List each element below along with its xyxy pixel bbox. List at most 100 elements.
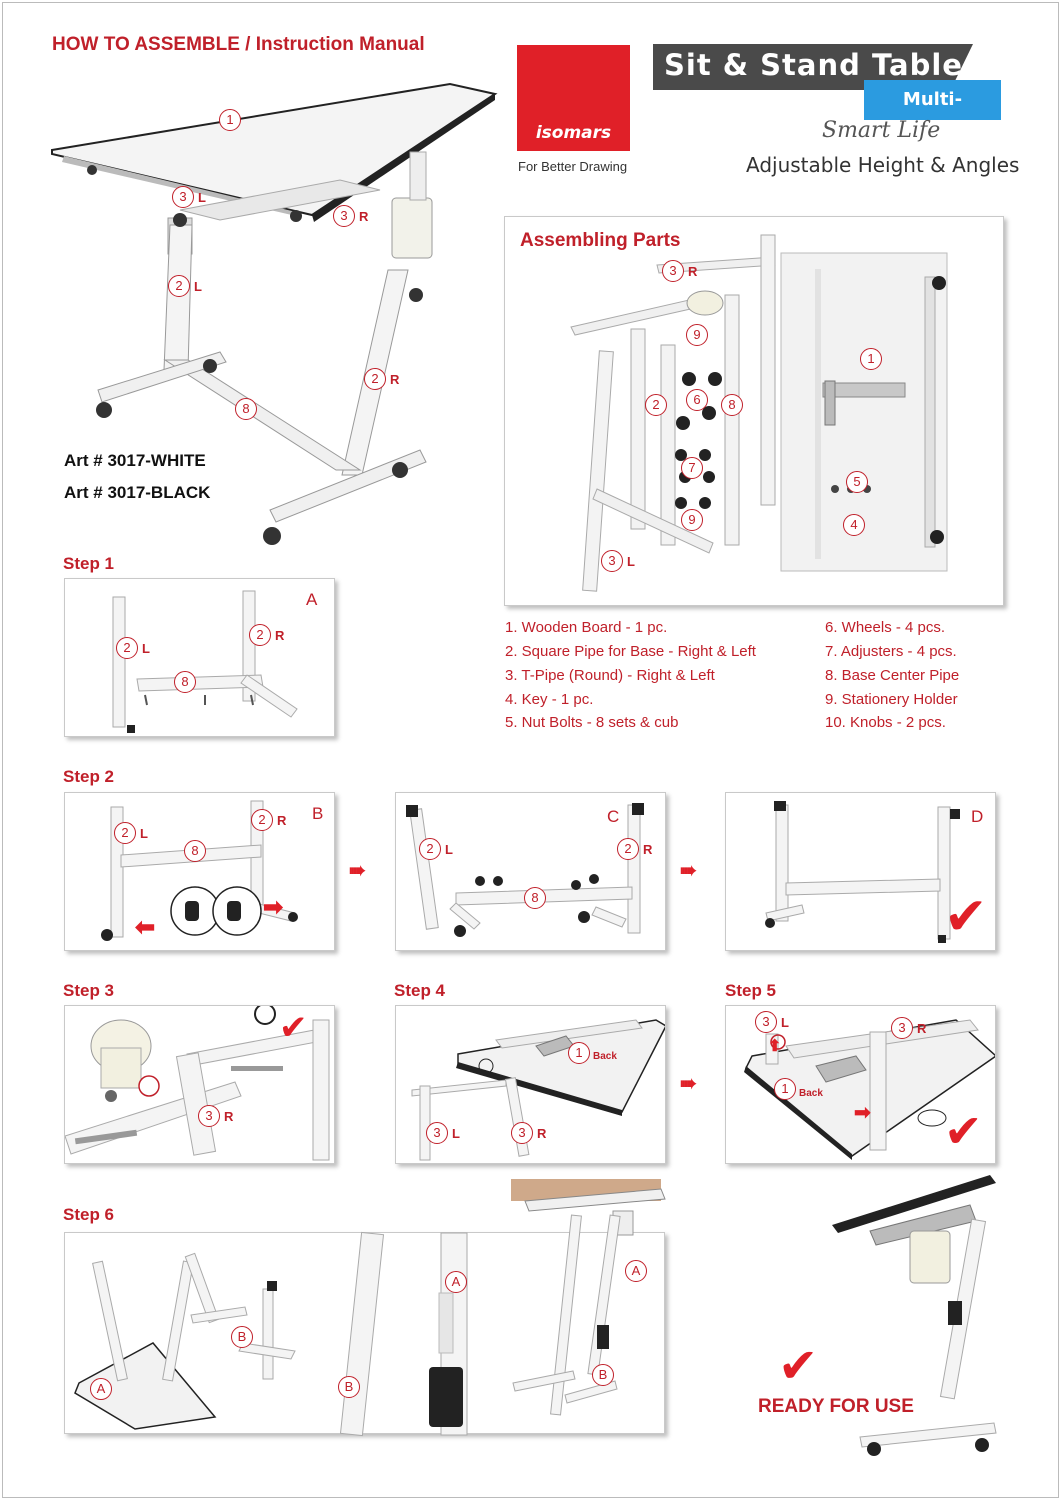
step-2b-callout-2l: 2 bbox=[114, 822, 136, 844]
multi-function-badge: Multi-function bbox=[864, 80, 1001, 150]
step-1-callout-2l-side: L bbox=[142, 641, 150, 656]
step-6-callout-a2: A bbox=[445, 1271, 467, 1293]
checkmark-icon: ✔ bbox=[944, 1104, 983, 1158]
step-4-callout-1-back: Back bbox=[593, 1051, 617, 1062]
insert-arrow-left: ⬅ bbox=[135, 914, 156, 941]
ready-table-illustration bbox=[832, 1175, 997, 1456]
step-5-illustration bbox=[744, 1019, 995, 1160]
step-5-callout-3l: 3 bbox=[755, 1011, 777, 1033]
step-2b-callout-2r: 2 bbox=[251, 809, 273, 831]
assembling-parts-title: Assembling Parts bbox=[520, 230, 681, 251]
step-3-callout-3r: 3 bbox=[198, 1105, 220, 1127]
callout-3r: 3 bbox=[333, 205, 355, 227]
step-6-callout-a3: A bbox=[625, 1260, 647, 1282]
step-1-illustration bbox=[112, 590, 298, 733]
part-list-item: 5. Nut Bolts - 8 sets & cub bbox=[505, 714, 679, 731]
step-5-callout-3r-side: R bbox=[917, 1021, 927, 1036]
part-list-item: 2. Square Pipe for Base - Right & Left bbox=[505, 643, 756, 660]
step-2c-illustration bbox=[406, 803, 644, 937]
step-5-callout-1-back: Back bbox=[799, 1088, 823, 1099]
step-1-letter: A bbox=[306, 590, 318, 609]
part-list-item: 6. Wheels - 4 pcs. bbox=[825, 619, 946, 636]
callout-3l: 3 bbox=[172, 186, 194, 208]
callout-8: 8 bbox=[235, 398, 257, 420]
step-2b-callout-8: 8 bbox=[184, 840, 206, 862]
insert-arrow-up: ⬆ bbox=[768, 1038, 782, 1055]
step-2c-letter: C bbox=[607, 807, 620, 826]
step-4-callout-3l: 3 bbox=[426, 1122, 448, 1144]
parts-callout-7: 7 bbox=[681, 457, 703, 479]
step-1-callout-2r-side: R bbox=[275, 628, 285, 643]
step-3-illustration bbox=[65, 1006, 330, 1161]
parts-callout-9a: 9 bbox=[686, 324, 708, 346]
article-black: Art # 3017-BLACK bbox=[64, 483, 211, 502]
checkmark-icon: ✔ bbox=[778, 1338, 819, 1394]
insert-arrow-right: ➡ bbox=[263, 894, 284, 921]
parts-callout-1: 1 bbox=[860, 348, 882, 370]
step-6-callout-b3: B bbox=[592, 1364, 614, 1386]
step-2b-letter: B bbox=[312, 804, 324, 823]
step-6-callout-a1: A bbox=[90, 1378, 112, 1400]
assembling-parts-panel: 3 R 9 1 2 6 8 7 5 9 4 3 L bbox=[504, 216, 1004, 606]
parts-callout-3l: 3 bbox=[601, 550, 623, 572]
part-list-item: 10. Knobs - 2 pcs. bbox=[825, 714, 946, 731]
callout-2r-side: R bbox=[390, 372, 400, 387]
step-6-illustration bbox=[74, 1231, 468, 1437]
step-2b-callout-2r-side: R bbox=[277, 813, 287, 828]
callout-2l: 2 bbox=[168, 275, 190, 297]
part-list-item: 9. Stationery Holder bbox=[825, 691, 958, 708]
parts-callout-6: 6 bbox=[686, 389, 708, 411]
step-6-label: Step 6 bbox=[63, 1205, 115, 1224]
parts-callout-4: 4 bbox=[843, 514, 865, 536]
parts-callout-3r: 3 bbox=[662, 260, 684, 282]
logo-text: isomars bbox=[535, 123, 612, 143]
part-list-item: 3. T-Pipe (Round) - Right & Left bbox=[505, 667, 715, 684]
step-4-callout-3l-side: L bbox=[452, 1126, 460, 1141]
step-6-lift-illustration bbox=[511, 1179, 666, 1416]
insert-arrow: ➡ bbox=[854, 1102, 871, 1124]
step-1-panel: 2 L 2 R 8 A bbox=[64, 578, 335, 737]
step-2b-callout-2l-side: L bbox=[140, 826, 148, 841]
callout-2r: 2 bbox=[364, 368, 386, 390]
step-5-callout-3l-side: L bbox=[781, 1015, 789, 1030]
step-2-panel-c: 2 L 2 R 8 C bbox=[395, 792, 666, 951]
step-2c-callout-2l-side: L bbox=[445, 842, 453, 857]
step-2d-illustration bbox=[765, 801, 960, 943]
step-2-panel-d: D ✔ bbox=[725, 792, 996, 951]
step-5-callout-1: 1 bbox=[774, 1078, 796, 1100]
step-4-callout-1: 1 bbox=[568, 1042, 590, 1064]
isomars-logo: isomars bbox=[517, 45, 630, 151]
step-6-panel: A B B A bbox=[64, 1231, 665, 1437]
step-2c-callout-2r: 2 bbox=[617, 838, 639, 860]
parts-callout-3l-side: L bbox=[627, 554, 635, 569]
step-2-panel-b: ⬅ ➡ 2 L 2 R 8 B bbox=[64, 792, 335, 951]
parts-callout-5: 5 bbox=[846, 471, 868, 493]
logo-tagline: For Better Drawing bbox=[518, 159, 628, 174]
manual-title: HOW TO ASSEMBLE / Instruction Manual bbox=[52, 34, 425, 55]
checkmark-icon: ✔ bbox=[279, 1008, 308, 1048]
step-2b-illustration bbox=[101, 800, 298, 941]
step-2c-callout-2l: 2 bbox=[419, 838, 441, 860]
callout-1: 1 bbox=[219, 109, 241, 131]
step-1-callout-8: 8 bbox=[174, 671, 196, 693]
step-5-panel: ➡ ⬆ 3 L 3 R 1 Back ✔ bbox=[725, 1005, 996, 1164]
checkmark-icon: ✔ bbox=[944, 887, 988, 947]
step-4-illustration bbox=[411, 1019, 665, 1161]
callout-2l-side: L bbox=[194, 279, 202, 294]
step-2-next-arrow-2: ➠ bbox=[680, 860, 697, 882]
step-2c-callout-2r-side: R bbox=[643, 842, 653, 857]
step-4-label: Step 4 bbox=[394, 981, 446, 1000]
callout-3l-side: L bbox=[198, 190, 206, 205]
step-4-next-arrow: ➠ bbox=[680, 1073, 697, 1095]
smart-life-script: Smart Life bbox=[822, 118, 941, 143]
part-list-item: 4. Key - 1 pc. bbox=[505, 691, 594, 708]
step-4-callout-3r-side: R bbox=[537, 1126, 547, 1141]
step-3-label: Step 3 bbox=[63, 981, 115, 1000]
product-description: Adjustable Height & Angles bbox=[746, 153, 1020, 177]
parts-callout-8: 8 bbox=[721, 394, 743, 416]
step-4-callout-3r: 3 bbox=[511, 1122, 533, 1144]
step-2d-letter: D bbox=[971, 807, 984, 826]
ready-for-use-text: READY FOR USE bbox=[758, 1396, 914, 1417]
part-list-item: 1. Wooden Board - 1 pc. bbox=[505, 619, 668, 636]
